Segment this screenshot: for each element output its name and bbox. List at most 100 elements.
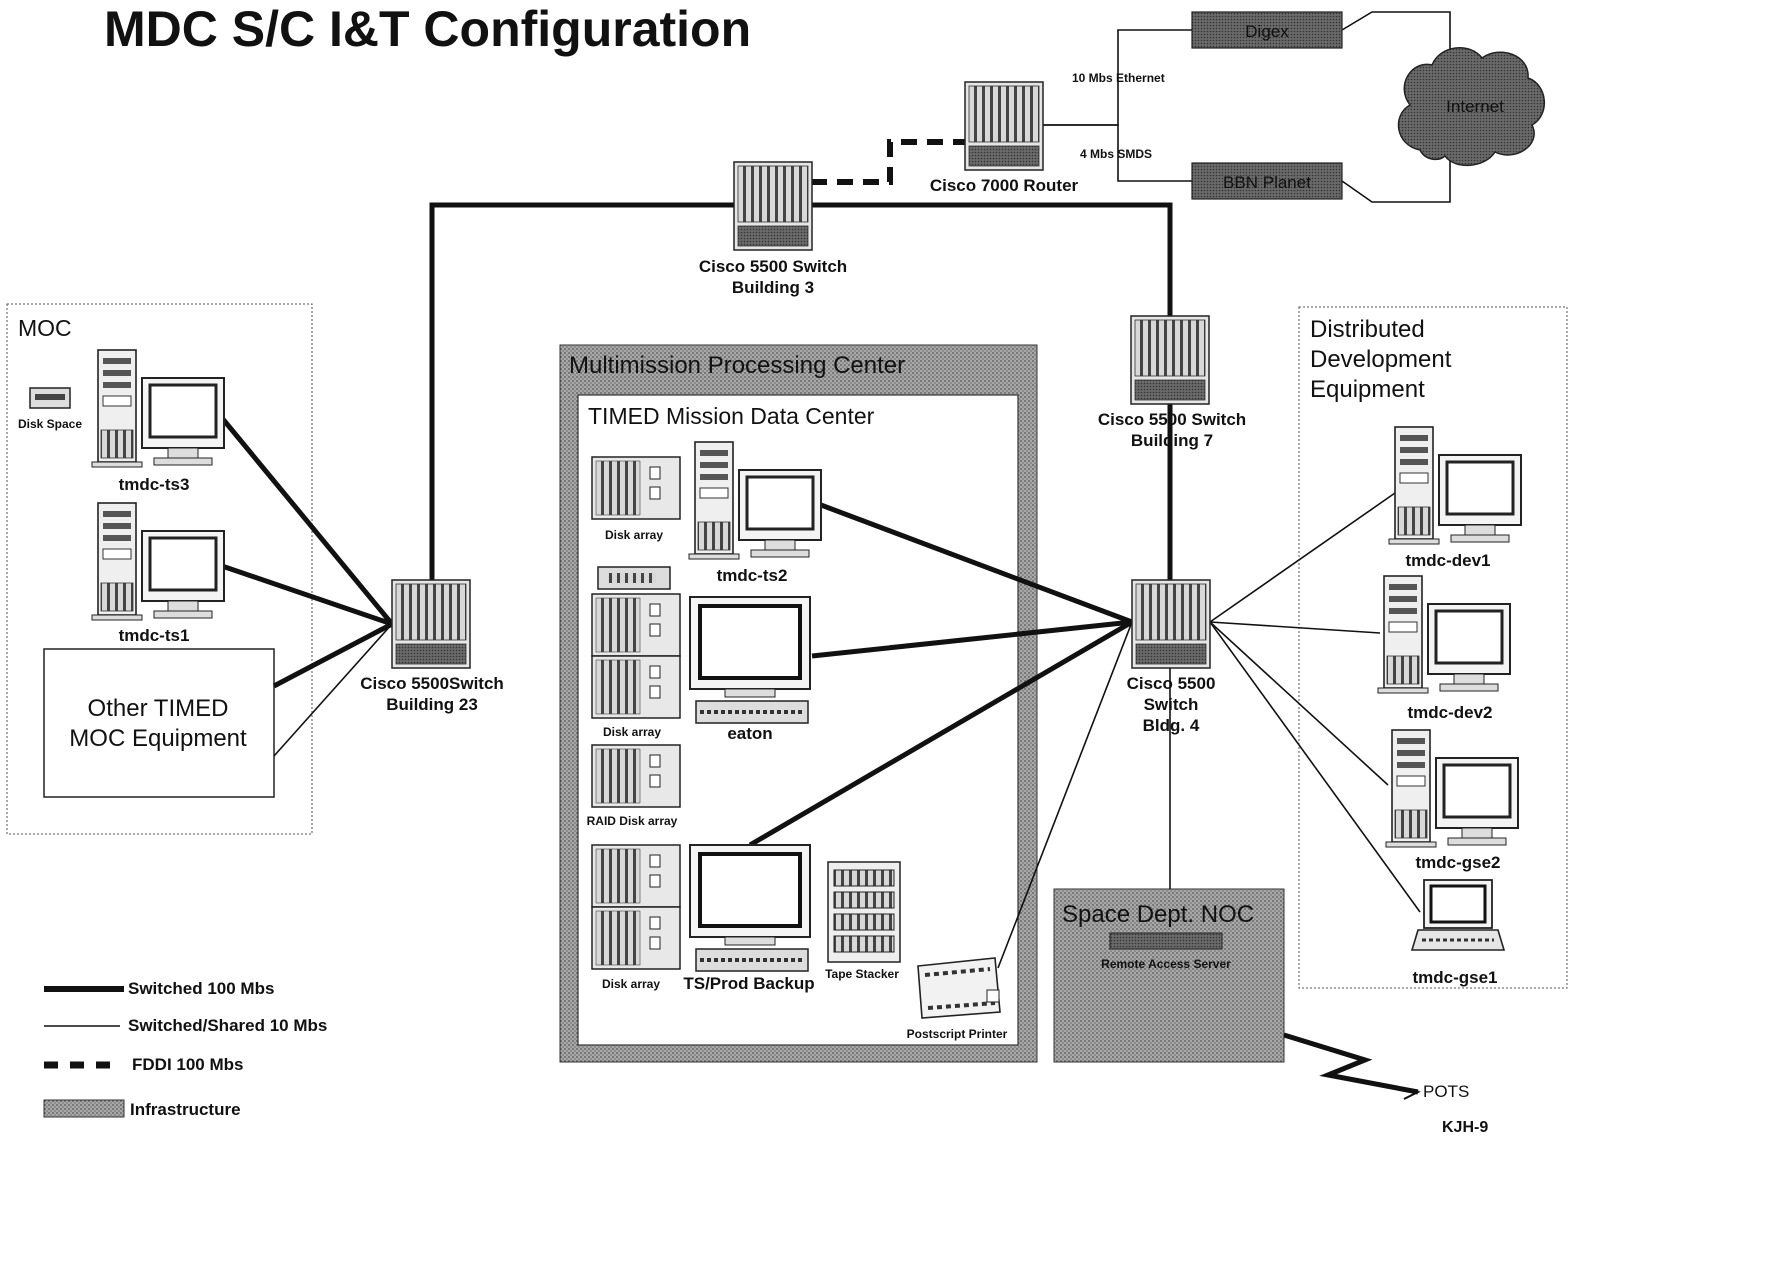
switch-building-4-label-1: Cisco 5500: [1127, 674, 1216, 693]
postscript-printer-label: Postscript Printer: [907, 1027, 1008, 1041]
tmdc-gse2-label: tmdc-gse2: [1415, 853, 1500, 872]
switch-building-23: Cisco 5500Switch Building 23: [360, 579, 504, 714]
link-router-bbn: [1042, 124, 1192, 182]
bbn-planet-label: BBN Planet: [1223, 173, 1311, 192]
raid-disk-array-label: RAID Disk array: [587, 814, 678, 828]
mpc-label: Multimission Processing Center: [569, 352, 905, 379]
link-ts3-sw23: [220, 416, 394, 626]
link-ts2-sw4: [820, 502, 1133, 625]
disk-array-1: Disk array: [591, 456, 681, 542]
switch-building-23-label-2: Building 23: [386, 695, 478, 714]
pots-arrow: [1399, 1087, 1421, 1100]
switch-building-4-label-3: Bldg. 4: [1143, 716, 1200, 735]
links: [220, 11, 1451, 1100]
legend-switched-100-label: Switched 100 Mbs: [128, 979, 274, 998]
legend-infrastructure-swatch: [43, 1099, 125, 1118]
eaton-label: eaton: [727, 724, 772, 743]
workstation-tmdc-ts1: tmdc-ts1: [90, 501, 226, 645]
corner-code: KJH-9: [1442, 1119, 1488, 1136]
switch-building-3: Cisco 5500 Switch Building 3: [699, 161, 847, 297]
switch-building-3-label-1: Cisco 5500 Switch: [699, 257, 847, 276]
dde-label-line-1: Distributed: [1310, 316, 1425, 343]
tmdc-dev2-label: tmdc-dev2: [1407, 703, 1492, 722]
switch-building-23-label-1: Cisco 5500Switch: [360, 674, 504, 693]
switch-building-7-label-2: Building 7: [1131, 431, 1213, 450]
ethernet-link-label: 10 Mbs Ethernet: [1072, 71, 1165, 85]
remote-access-label: Remote Access Server: [1101, 957, 1231, 971]
link-fddi-sw3-router: [811, 139, 965, 185]
page-title: MDC S/C I&T Configuration: [104, 1, 751, 57]
switch-building-3-label-2: Building 3: [732, 278, 814, 297]
noc-region: Space Dept. NOC Remote Access Server: [1053, 888, 1285, 1063]
dde-label-line-3: Equipment: [1310, 376, 1425, 403]
workstation-eaton: eaton: [688, 595, 812, 743]
other-moc-equipment: Other TIMED MOC Equipment: [43, 648, 275, 798]
link-sw3-sw7: [811, 202, 1173, 318]
remote-access-server: [1109, 932, 1223, 950]
link-othermoc-sw23-b: [273, 623, 393, 757]
link-bbn-internet: [1341, 160, 1451, 203]
internet-label: Internet: [1446, 97, 1504, 116]
link-digex-internet: [1341, 11, 1451, 55]
ts-prod-backup-label: TS/Prod Backup: [683, 974, 814, 993]
legend-shared-10-label: Switched/Shared 10 Mbs: [128, 1016, 327, 1035]
legend-infrastructure-label: Infrastructure: [130, 1100, 241, 1119]
disk-array-3-label: Disk array: [602, 977, 660, 991]
tape-stacker-label: Tape Stacker: [825, 967, 899, 981]
laptop-tmdc-gse1: tmdc-gse1: [1410, 879, 1506, 987]
noc-title: Space Dept. NOC: [1062, 901, 1254, 928]
disk-array-1-label: Disk array: [605, 528, 663, 542]
legend-fddi-label: FDDI 100 Mbs: [132, 1055, 243, 1074]
cisco-7000-router: Cisco 7000 Router: [930, 81, 1079, 195]
other-moc-line-1: Other TIMED: [88, 695, 229, 722]
raid-disk-array: RAID Disk array: [587, 744, 681, 828]
tmdc-gse1-label: tmdc-gse1: [1412, 968, 1497, 987]
tape-stacker: Tape Stacker: [825, 861, 901, 981]
link-sw4-dev1: [1209, 492, 1396, 623]
tmdc-label: TIMED Mission Data Center: [588, 403, 875, 429]
link-sw4-gse1: [1209, 621, 1421, 913]
switch-building-7: Cisco 5500 Switch Building 7: [1098, 315, 1246, 450]
link-eaton-sw4: [811, 619, 1133, 659]
link-sw4-dev2: [1209, 621, 1381, 634]
postscript-printer: Postscript Printer: [907, 957, 1008, 1041]
ts-prod-backup: TS/Prod Backup: [683, 843, 815, 993]
legend: Switched 100 Mbs Switched/Shared 10 Mbs …: [43, 979, 327, 1119]
pots-label: POTS: [1423, 1082, 1469, 1101]
pots-lightning: [1283, 1032, 1419, 1095]
link-othermoc-sw23-a: [272, 621, 394, 689]
switch-building-4-label-2: Switch: [1144, 695, 1199, 714]
dde-region: Distributed Development Equipment: [1298, 306, 1568, 989]
moc-region: MOC: [6, 303, 313, 835]
link-sw4-gse2: [1209, 621, 1389, 786]
disk-array-2: Disk array: [591, 566, 681, 739]
tmdc-ts3-label: tmdc-ts3: [119, 475, 190, 494]
smds-link-label: 4 Mbs SMDS: [1080, 147, 1152, 161]
workstation-tmdc-dev2: tmdc-dev2: [1376, 574, 1512, 722]
link-ts1-sw23: [221, 563, 393, 627]
disk-array-2-label: Disk array: [603, 725, 661, 739]
router-label: Cisco 7000 Router: [930, 176, 1079, 195]
workstation-tmdc-ts3: tmdc-ts3: [90, 348, 226, 494]
digex-box: Digex: [1191, 11, 1343, 49]
switch-building-7-label-1: Cisco 5500 Switch: [1098, 410, 1246, 429]
switch-building-4: Cisco 5500 Switch Bldg. 4: [1127, 579, 1216, 735]
disk-array-3: Disk array: [591, 844, 681, 991]
workstation-tmdc-gse2: tmdc-gse2: [1384, 728, 1520, 872]
internet-cloud: Internet: [1397, 47, 1546, 167]
tmdc-ts2-label: tmdc-ts2: [717, 566, 788, 585]
digex-label: Digex: [1245, 22, 1289, 41]
tmdc-dev1-label: tmdc-dev1: [1405, 551, 1490, 570]
link-printer-sw4: [997, 621, 1133, 969]
workstation-tmdc-dev1: tmdc-dev1: [1387, 425, 1523, 570]
dde-label-line-2: Development: [1310, 346, 1452, 373]
other-moc-line-2: MOC Equipment: [69, 725, 247, 752]
link-sw3-sw23: [429, 202, 734, 580]
workstation-tmdc-ts2: tmdc-ts2: [687, 440, 823, 585]
tmdc-ts1-label: tmdc-ts1: [119, 626, 190, 645]
bbn-planet-box: BBN Planet: [1191, 162, 1343, 200]
link-backup-sw4: [748, 619, 1134, 848]
disk-space-label: Disk Space: [18, 417, 82, 431]
disk-space: Disk Space: [18, 387, 82, 431]
